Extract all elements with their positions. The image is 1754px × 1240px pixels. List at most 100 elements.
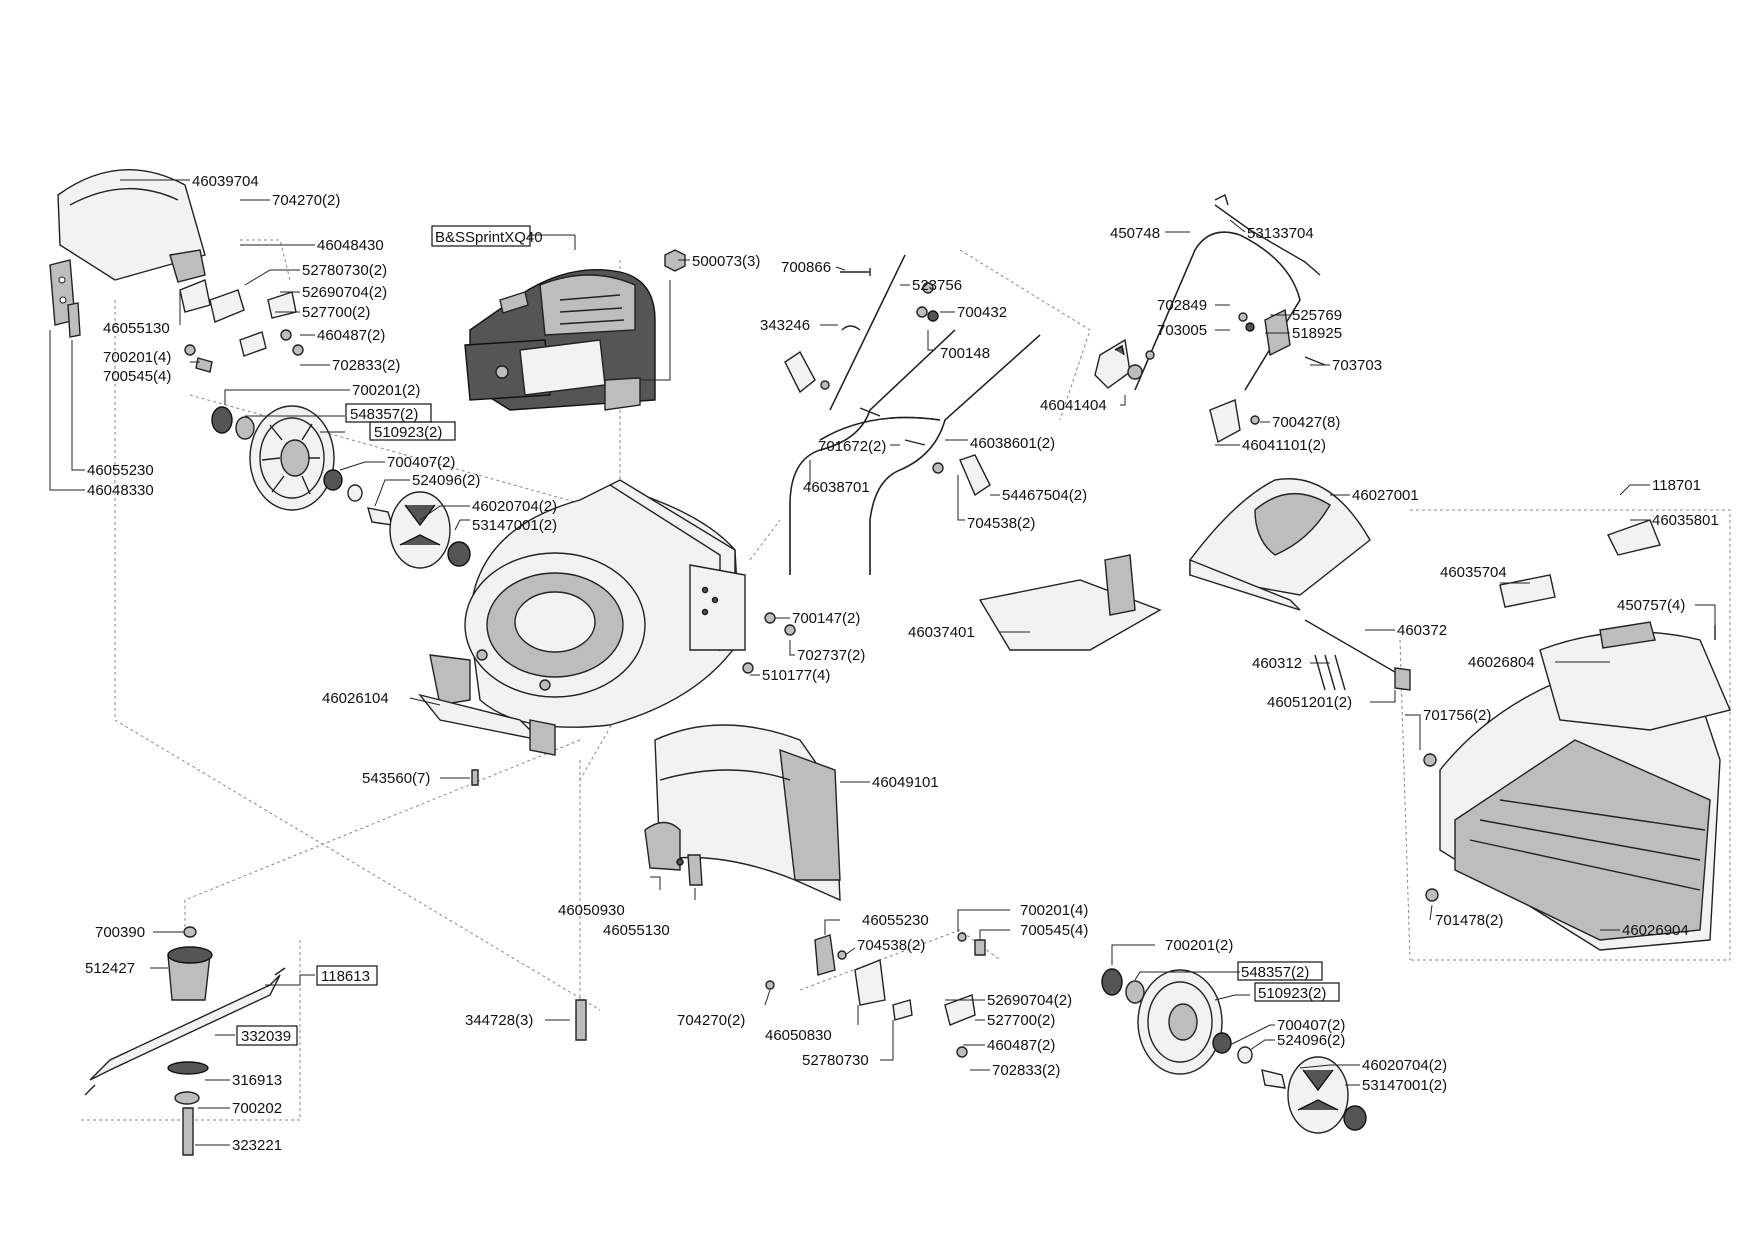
label-510923-2b: 510923(2) [1258,985,1326,1002]
label-700545-4a: 700545(4) [103,368,171,385]
label-46041404: 46041404 [1040,397,1107,414]
engine-nut [664,249,686,272]
label-344728-3: 344728(3) [465,1012,533,1029]
label-46050930: 46050930 [558,902,625,919]
label-500073-3: 500073(3) [692,253,760,270]
label-700201-2b: 700201(2) [1165,937,1233,954]
box-548357-2b [1237,961,1323,981]
rear-wheel-left [211,405,471,569]
label-702849: 702849 [1157,297,1207,314]
label-46055230b: 46055230 [862,912,929,929]
hinge-plate-right [765,932,986,1058]
label-46037401: 46037401 [908,624,975,641]
label-46038601-2: 46038601(2) [970,435,1055,452]
label-700202: 700202 [232,1100,282,1117]
label-46035801: 46035801 [1652,512,1719,529]
label-700201-2a: 700201(2) [352,382,420,399]
label-46026804: 46026804 [1468,654,1535,671]
part-labels: 46039704 704270(2) 46048430 52780730(2) … [85,173,1719,1154]
label-engine-model: B&SSprintXQ40 [435,229,543,246]
label-700432: 700432 [957,304,1007,321]
label-53133704: 53133704 [1247,225,1314,242]
label-460487-2b: 460487(2) [987,1037,1055,1054]
label-46041101-2: 46041101(2) [1242,437,1326,454]
label-460372: 460372 [1397,622,1447,639]
label-460312: 460312 [1252,655,1302,672]
label-343246: 343246 [760,317,810,334]
label-704270-2a: 704270(2) [272,192,340,209]
label-332039: 332039 [241,1028,291,1045]
label-46055130b: 46055130 [603,922,670,939]
label-700148: 700148 [940,345,990,362]
label-700390: 700390 [95,924,145,941]
box-510923-2b [1254,982,1340,1002]
label-46039704: 46039704 [192,173,259,190]
label-52690704-2b: 52690704(2) [987,992,1072,1009]
label-524096-2b: 524096(2) [1277,1032,1345,1049]
label-118701: 118701 [1652,477,1701,494]
label-703005: 703005 [1157,322,1207,339]
label-323221: 323221 [232,1137,282,1154]
label-703703: 703703 [1332,357,1382,374]
label-700201-4b: 700201(4) [1020,902,1088,919]
handle-small-parts [784,268,991,497]
box-332039 [236,1025,298,1046]
label-52780730: 52780730 [802,1052,869,1069]
catcher-lid [1189,478,1371,611]
label-704270-2b: 704270(2) [677,1012,745,1029]
label-701672-2: 701672(2) [818,438,886,455]
label-700407-2b: 700407(2) [1277,1017,1345,1034]
label-46038701: 46038701 [803,479,870,496]
label-510923-2a: 510923(2) [374,424,442,441]
label-316913: 316913 [232,1072,282,1089]
label-46026104: 46026104 [322,690,389,707]
blade-icon [84,926,286,1156]
assembly-guide-lines [80,239,1731,1121]
label-46026904: 46026904 [1622,922,1689,939]
label-518925: 518925 [1292,325,1342,342]
mulch-insert [978,554,1162,651]
upper-handle [1094,194,1326,444]
engine-icon [464,269,656,411]
label-46020704-2a: 46020704(2) [472,498,557,515]
label-118613: 118613 [321,968,370,985]
label-46055130a: 46055130 [103,320,170,337]
label-460487-2a: 460487(2) [317,327,385,344]
label-523756: 523756 [912,277,962,294]
box-510923-2a [369,421,456,441]
rear-flap [654,724,841,902]
box-engine [431,225,531,247]
label-702833-2b: 702833(2) [992,1062,1060,1079]
label-46049101: 46049101 [872,774,939,791]
deck-screws [471,612,796,786]
deck-bolt [575,999,587,1041]
label-543560-7: 543560(7) [362,770,430,787]
label-704538-2a: 704538(2) [967,515,1035,532]
label-525769: 525769 [1292,307,1342,324]
label-46035704: 46035704 [1440,564,1507,581]
deflector-flap [57,169,211,313]
label-52690704-2a: 52690704(2) [302,284,387,301]
label-700407-2a: 700407(2) [387,454,455,471]
label-46050830: 46050830 [765,1027,832,1044]
mower-deck-icon [418,479,746,756]
label-450748: 450748 [1110,225,1160,242]
label-702833-2a: 702833(2) [332,357,400,374]
label-46055230a: 46055230 [87,462,154,479]
label-700201-4a: 700201(4) [103,349,171,366]
label-46020704-2b: 46020704(2) [1362,1057,1447,1074]
catcher-rod [1304,619,1411,691]
rear-flap-brackets [644,821,703,886]
label-54467504-2: 54467504(2) [1002,487,1087,504]
label-46027001: 46027001 [1352,487,1419,504]
label-53147001-2a: 53147001(2) [472,517,557,534]
label-527700-2a: 527700(2) [302,304,370,321]
leader-lines [49,179,1716,1146]
label-700147-2: 700147(2) [792,610,860,627]
label-450757-4: 450757(4) [1617,597,1685,614]
label-700866: 700866 [781,259,831,276]
rear-wheel-right [1101,968,1367,1134]
label-701478-2: 701478(2) [1435,912,1503,929]
label-548357-2b: 548357(2) [1241,964,1309,981]
